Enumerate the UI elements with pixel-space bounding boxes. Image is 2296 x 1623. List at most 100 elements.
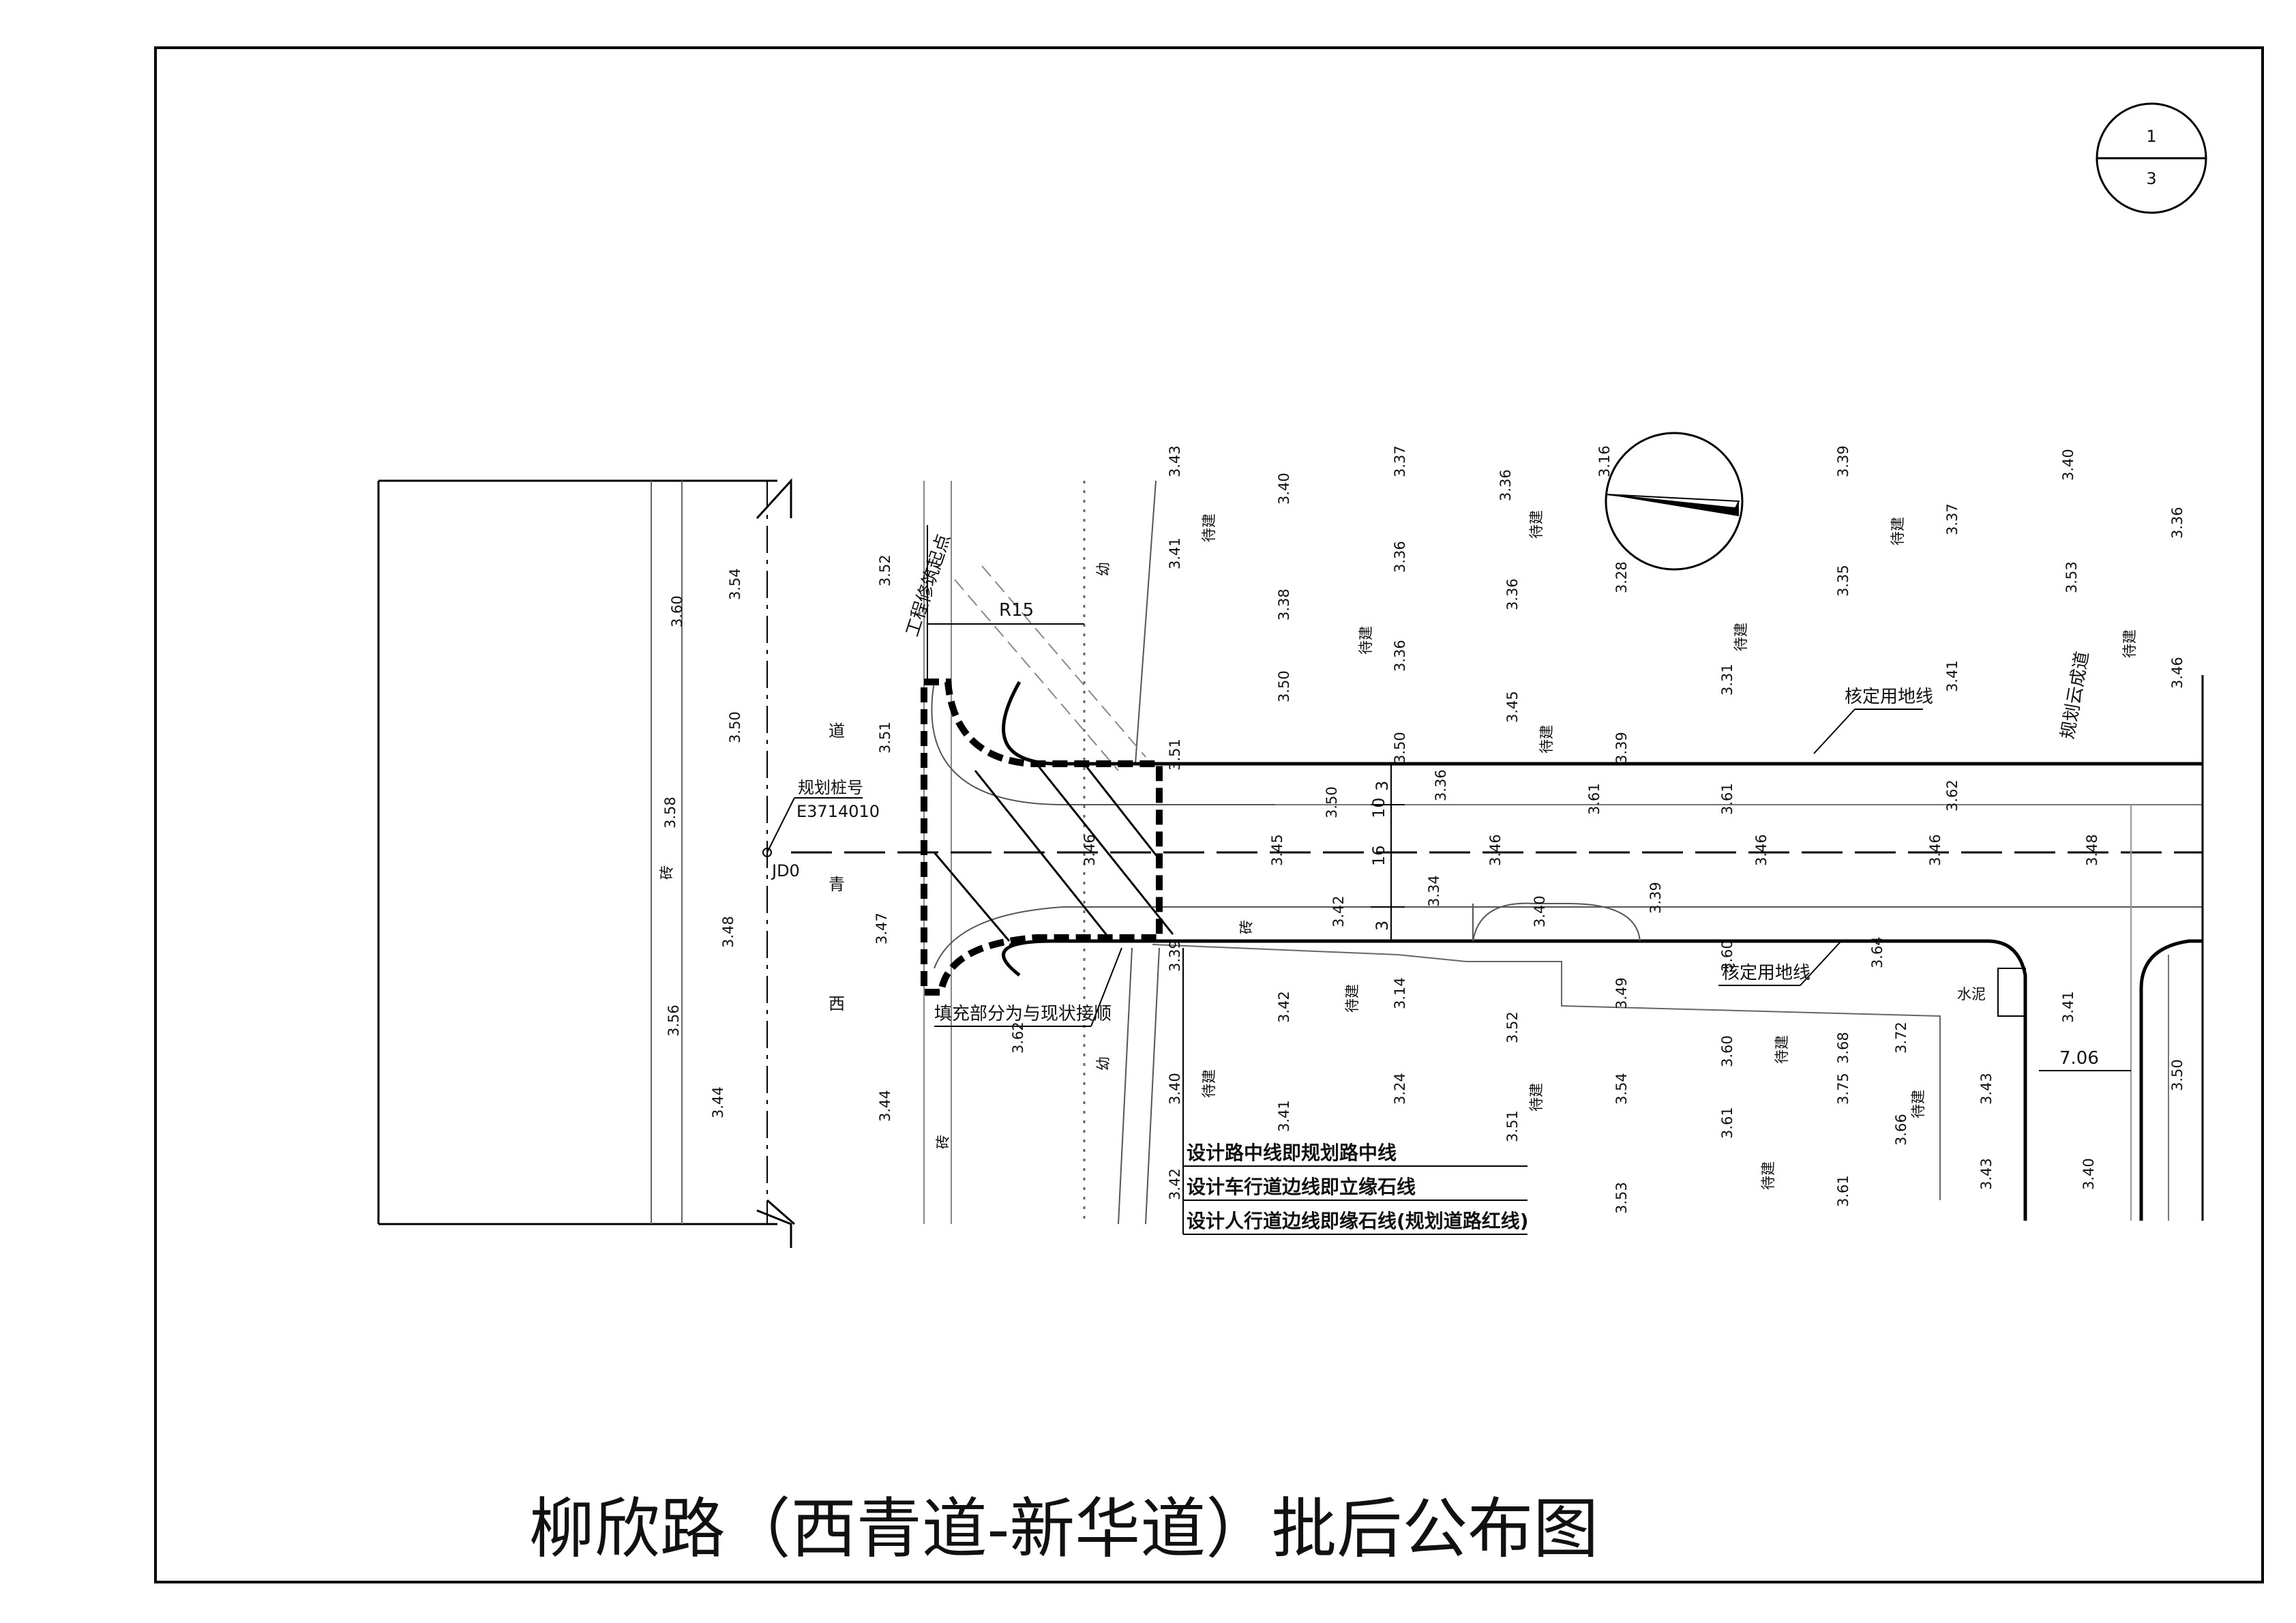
elev-point: 3.60 bbox=[669, 595, 685, 627]
elev-point: 3.36 bbox=[2169, 507, 2186, 539]
elev-point: 3.39 bbox=[1648, 882, 1664, 914]
fill-area: 填充部分为与现状接顺 bbox=[921, 679, 1174, 1027]
fill-note: 填充部分为与现状接顺 bbox=[934, 1004, 1112, 1024]
elev-point: 3.61 bbox=[1835, 1175, 1851, 1207]
elev-point: 3.43 bbox=[1167, 445, 1183, 477]
elev-point: 3.40 bbox=[2060, 449, 2076, 481]
elev-point: 3.72 bbox=[1893, 1022, 1909, 1054]
elev-point: 3.54 bbox=[727, 568, 743, 600]
elev-point: 3.46 bbox=[1753, 834, 1770, 866]
elev-point: 3.60 bbox=[1719, 1035, 1735, 1067]
jd-label: JD0 bbox=[771, 861, 800, 880]
pending-build-note: 待建 bbox=[1528, 1083, 1545, 1112]
dim-inner: 10 bbox=[1369, 797, 1388, 818]
elevations-bottom: 3.39 3.42 3.14 3.52 3.49 3.60 3.68 3.72 … bbox=[1167, 940, 2186, 1214]
elev-point: 3.42 bbox=[1330, 895, 1347, 927]
pending-build-notes: 待建 待建 待建 待建 待建 待建 待建 待建 待建 待建 待建 待建 待建 砖… bbox=[659, 510, 2138, 1190]
elev-point: 3.48 bbox=[2084, 834, 2100, 866]
dim-top: 3 bbox=[1373, 781, 1392, 791]
elev-point: 3.66 bbox=[1893, 1114, 1909, 1146]
pending-build-note: 待建 bbox=[1201, 1069, 1217, 1098]
dim-bottom: 3 bbox=[1373, 921, 1392, 931]
young-note: 幼 bbox=[1095, 1056, 1112, 1071]
elev-point: 3.42 bbox=[1167, 1168, 1183, 1200]
elev-point: 3.56 bbox=[666, 1004, 682, 1037]
pending-build-note: 待建 bbox=[1344, 984, 1360, 1013]
elev-point: 3.60 bbox=[1719, 940, 1735, 972]
elev-point: 3.52 bbox=[1504, 1011, 1521, 1043]
legend-item-1: 设计路中线即规划路中线 bbox=[1187, 1142, 1397, 1164]
elev-point: 3.35 bbox=[1835, 565, 1851, 597]
brick-note: 砖 bbox=[659, 865, 675, 880]
elev-point: 3.50 bbox=[1276, 670, 1292, 702]
elev-point: 3.52 bbox=[877, 554, 893, 586]
elev-point: 3.36 bbox=[1433, 769, 1449, 801]
elev-point: 3.41 bbox=[2060, 991, 2076, 1023]
cross-street-label: 规划云成道 bbox=[2057, 650, 2093, 741]
elev-point: 3.54 bbox=[1613, 1073, 1630, 1105]
elev-point: 3.43 bbox=[1978, 1158, 1995, 1190]
elev-point: 3.41 bbox=[1167, 537, 1183, 569]
elev-point: 3.51 bbox=[877, 721, 893, 754]
elev-point: 3.38 bbox=[1276, 589, 1292, 621]
pending-build-note: 待建 bbox=[1201, 513, 1217, 542]
elev-point: 3.61 bbox=[1719, 783, 1735, 815]
elev-point: 3.58 bbox=[662, 796, 679, 829]
elev-point: 3.14 bbox=[1392, 977, 1408, 1009]
cement-label: 水泥 bbox=[1957, 986, 1986, 1002]
elev-point: 3.36 bbox=[1504, 578, 1521, 610]
legend-item-3: 设计人行道边线即缘石线(规划道路红线) bbox=[1187, 1210, 1529, 1232]
elev-point: 3.46 bbox=[1082, 834, 1098, 866]
elevations-mid: 3.51 3.50 3.50 3.36 3.39 3.61 3.62 3.61 … bbox=[1082, 732, 2100, 972]
radius-annotation: R15 工程修筑起点 bbox=[902, 525, 1084, 682]
elev-point: 3.68 bbox=[1835, 1032, 1851, 1064]
elev-point: 3.24 bbox=[1392, 1073, 1408, 1105]
elev-point: 3.50 bbox=[727, 711, 743, 743]
pending-build-note: 待建 bbox=[1538, 725, 1555, 754]
elev-point: 3.42 bbox=[1276, 991, 1292, 1023]
elev-point: 3.50 bbox=[2169, 1059, 2186, 1091]
elev-point: 3.40 bbox=[1167, 1073, 1183, 1105]
elev-point: 3.53 bbox=[2063, 561, 2080, 593]
elev-point: 3.41 bbox=[1944, 660, 1960, 692]
elev-point: 3.37 bbox=[1944, 503, 1960, 535]
pending-build-note: 待建 bbox=[2121, 629, 2138, 658]
land-line-lower-label: 核定用地线 bbox=[1722, 963, 1810, 983]
brick-note: 砖 bbox=[935, 1135, 951, 1149]
pending-build-note: 待建 bbox=[1528, 510, 1545, 539]
pending-build-note: 待建 bbox=[1760, 1161, 1776, 1190]
dim-7-06-label: 7.06 bbox=[2059, 1048, 2099, 1069]
sheet-number: 1 bbox=[2146, 127, 2156, 146]
elev-point: 3.36 bbox=[1392, 541, 1408, 573]
elev-point: 3.36 bbox=[1497, 469, 1514, 501]
elev-point: 3.47 bbox=[874, 912, 890, 944]
elev-north: 3.16 bbox=[1596, 445, 1613, 477]
elev-point: 3.62 bbox=[1010, 1022, 1026, 1054]
road-name-char-3: 西 bbox=[829, 994, 845, 1013]
land-line-upper-label: 核定用地线 bbox=[1845, 687, 1933, 707]
pending-build-note: 待建 bbox=[1358, 626, 1374, 655]
elev-point: 3.39 bbox=[1613, 732, 1630, 764]
pending-build-note: 待建 bbox=[1774, 1035, 1790, 1064]
pending-build-note: 待建 bbox=[1910, 1090, 1926, 1118]
elev-point: 3.34 bbox=[1426, 875, 1442, 907]
elev-point: 3.40 bbox=[1532, 895, 1548, 927]
elev-point: 3.40 bbox=[1276, 473, 1292, 505]
young-note: 幼 bbox=[1095, 562, 1112, 576]
sheet-frame bbox=[154, 46, 2264, 1583]
elev-point: 3.51 bbox=[1167, 739, 1183, 771]
elev-point: 3.40 bbox=[2081, 1158, 2097, 1190]
elev-point: 3.37 bbox=[1392, 445, 1408, 477]
dim-7-06: 7.06 水泥 bbox=[1957, 968, 2131, 1071]
pending-build-note: 待建 bbox=[1890, 517, 1906, 546]
legend: 设计路中线即规划路中线 设计车行道边线即立缘石线 设计人行道边线即缘石线(规划道… bbox=[1182, 948, 1529, 1235]
elev-point: 3.53 bbox=[1613, 1182, 1630, 1214]
road-name-char-2: 青 bbox=[829, 875, 845, 894]
elevations-left: 3.60 3.54 3.52 3.50 3.51 3.58 3.48 3.47 … bbox=[662, 554, 1026, 1122]
north-arrow-icon: 3.16 bbox=[1596, 432, 1744, 571]
elev-point: 3.28 bbox=[1613, 561, 1630, 593]
sheet-number-badge: 1 3 bbox=[2096, 102, 2207, 214]
radius-label: R15 bbox=[999, 600, 1034, 621]
elev-point: 3.44 bbox=[877, 1090, 893, 1122]
